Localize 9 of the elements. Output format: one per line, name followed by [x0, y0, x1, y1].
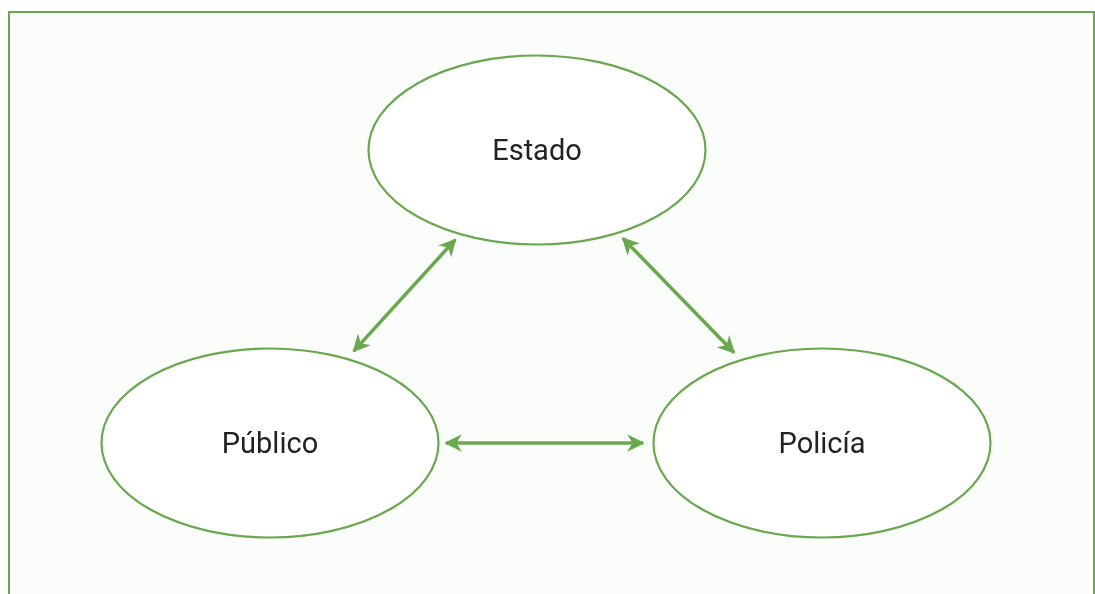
- ellipse-node: [367, 54, 707, 246]
- node-label: Policía: [778, 426, 866, 460]
- node-label: Estado: [492, 133, 582, 167]
- ellipse-node: [652, 347, 992, 539]
- double-arrow: [444, 434, 645, 452]
- double-arrow: [621, 237, 736, 354]
- ellipse-node: [100, 347, 440, 539]
- node-label: Público: [221, 426, 319, 460]
- double-arrow: [352, 238, 457, 353]
